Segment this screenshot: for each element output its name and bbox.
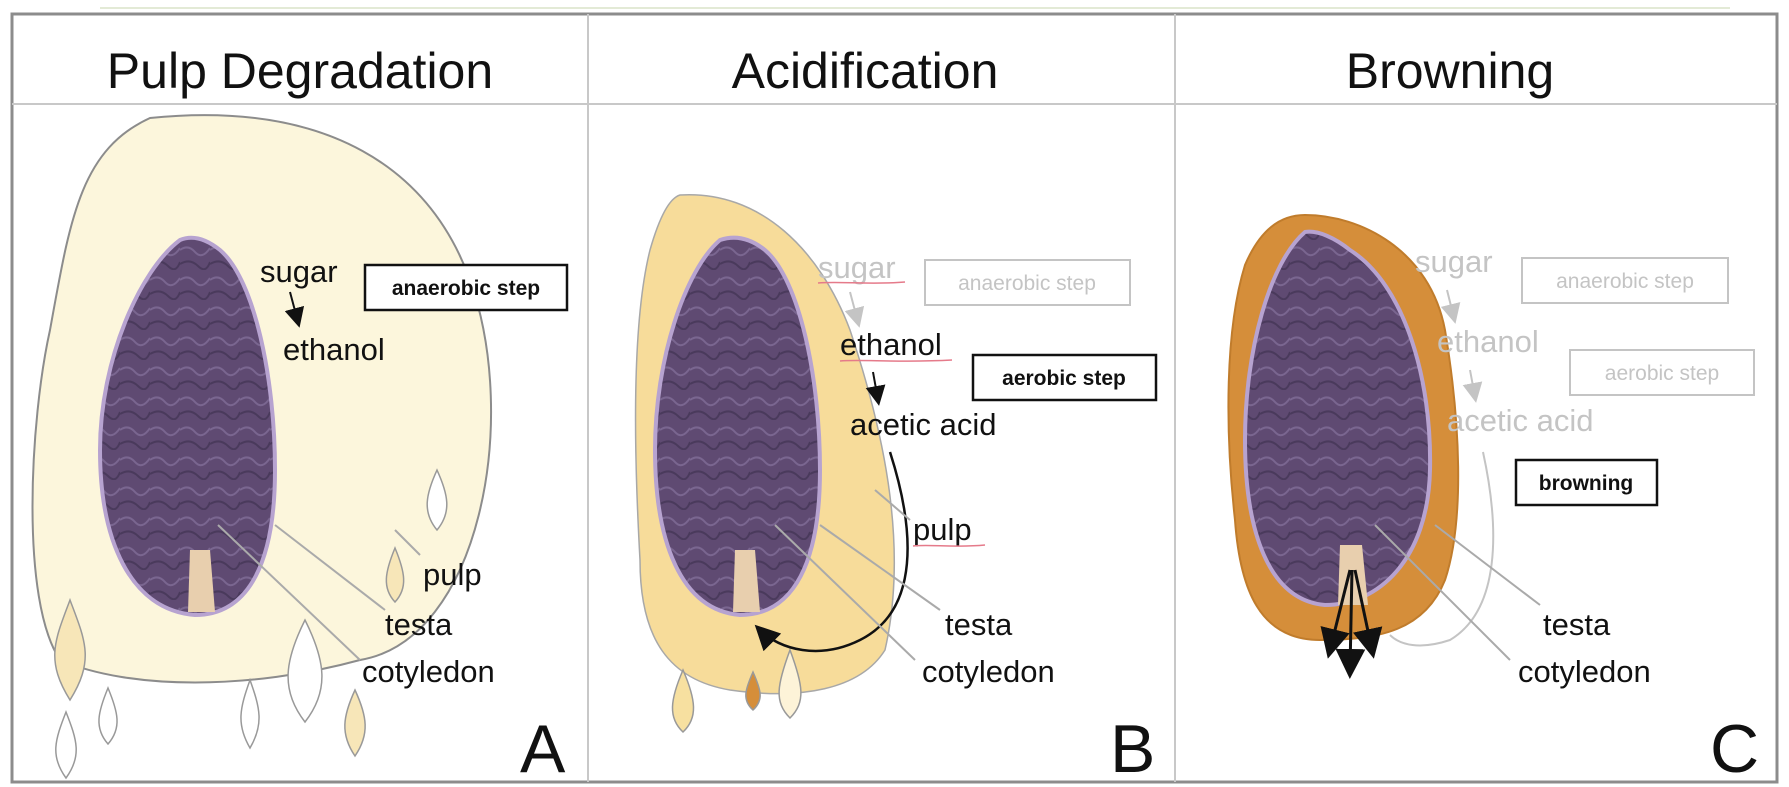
box-browning-c-text: browning — [1539, 472, 1633, 495]
label-acetic-b: acetic acid — [850, 407, 996, 442]
panel-title-b: Acidification — [732, 43, 999, 99]
label-pulp-a: pulp — [423, 557, 482, 592]
label-cotyledon-c: cotyledon — [1518, 654, 1651, 689]
box-anaerobic-c-text: anaerobic step — [1556, 270, 1694, 293]
label-ethanol-c: ethanol — [1437, 324, 1539, 359]
panel-a: Pulp Degradation sugar ethanol anaerobic… — [33, 43, 568, 787]
label-sugar-c: sugar — [1415, 244, 1493, 279]
arrow-sugar-ethanol-c — [1447, 290, 1454, 318]
arrow-ethanol-acetic-b — [873, 372, 878, 400]
label-testa-b: testa — [945, 607, 1013, 642]
label-cotyledon-b: cotyledon — [922, 654, 1055, 689]
label-ethanol-b: ethanol — [840, 327, 942, 362]
panel-letter-b: B — [1110, 711, 1155, 787]
panel-letter-c: C — [1710, 711, 1759, 787]
box-aerobic-c-text: aerobic step — [1605, 362, 1719, 385]
label-testa-c: testa — [1543, 607, 1611, 642]
box-anaerobic-a-text: anaerobic step — [392, 277, 540, 300]
label-sugar-b: sugar — [818, 250, 896, 285]
label-cotyledon-a: cotyledon — [362, 654, 495, 689]
box-aerobic-b-text: aerobic step — [1002, 367, 1126, 390]
panel-letter-a: A — [520, 711, 566, 787]
label-ethanol-a: ethanol — [283, 332, 385, 367]
panel-b: Acidification sugar anaerobic step ethan… — [636, 43, 1156, 787]
label-acetic-c: acetic acid — [1447, 403, 1593, 438]
panel-title-c: Browning — [1346, 43, 1554, 99]
arrow-ethanol-acetic-c — [1470, 370, 1475, 397]
label-sugar-a: sugar — [260, 254, 338, 289]
arrow-sugar-ethanol-b — [850, 292, 858, 322]
leader-testa-c — [1435, 525, 1540, 605]
panel-title-a: Pulp Degradation — [107, 43, 493, 99]
label-testa-a: testa — [385, 607, 453, 642]
box-anaerobic-b-text: anaerobic step — [958, 272, 1096, 295]
label-pulp-b: pulp — [913, 512, 972, 547]
panel-c: Browning sugar anaerobic step ethanol ae… — [1228, 43, 1759, 787]
